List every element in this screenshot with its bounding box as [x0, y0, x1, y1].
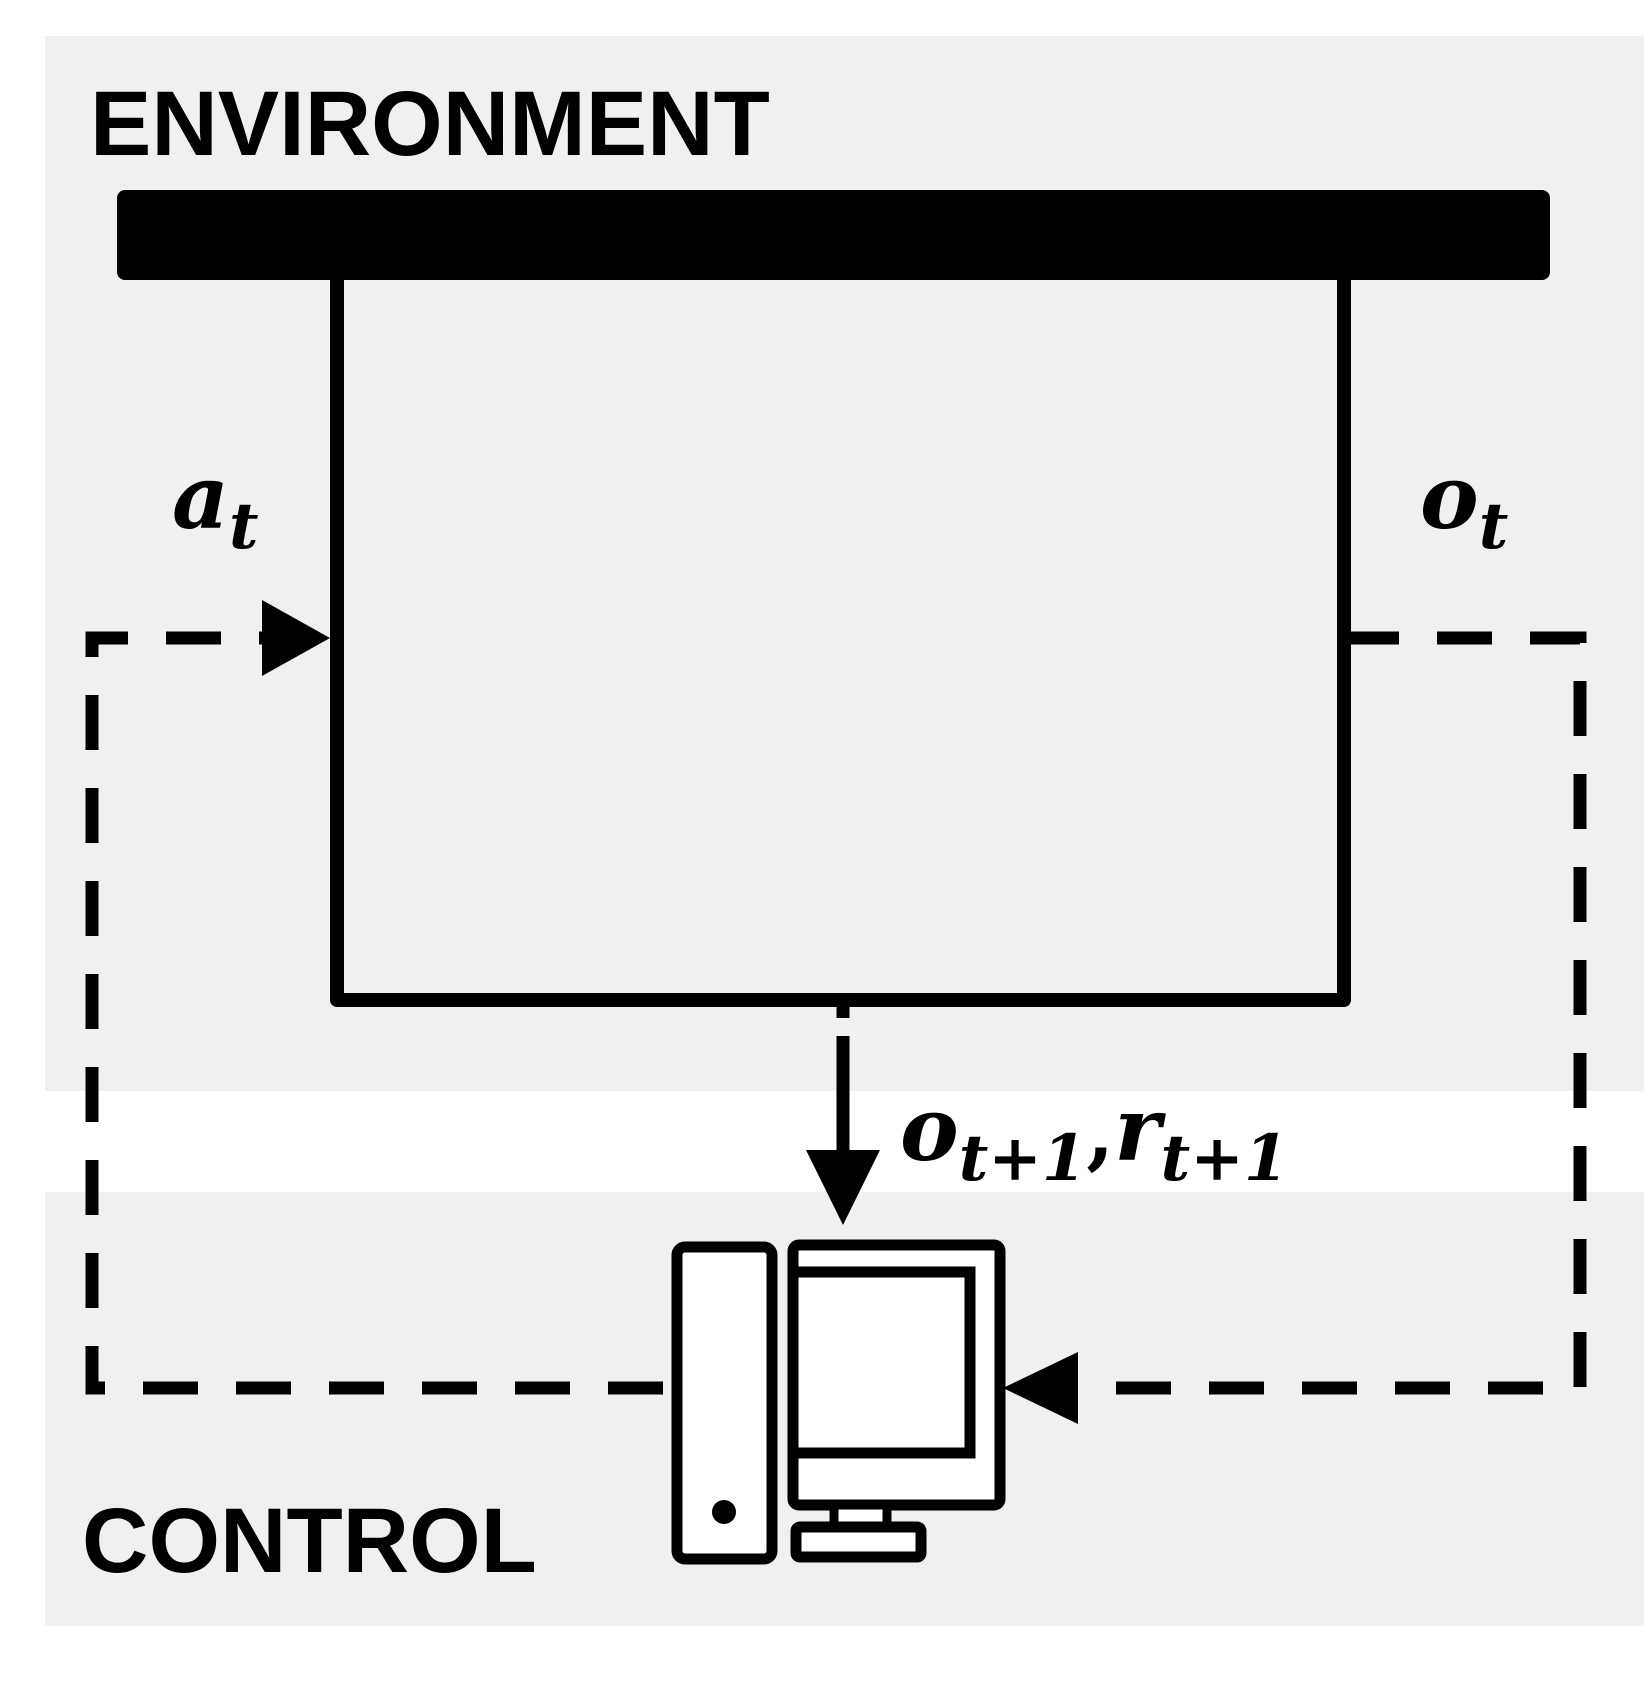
observation-arrowhead: [1003, 1352, 1078, 1424]
next-observation-reward-label: ot+1,rt+1: [900, 1077, 1288, 1196]
desktop-computer-icon: [671, 1239, 1006, 1565]
action-label: at: [172, 445, 259, 564]
action-arrowhead: [262, 600, 330, 676]
observation-label: ot: [1420, 445, 1508, 564]
feedback-arrowhead: [806, 1150, 880, 1225]
environment-label: ENVIRONMENT: [90, 73, 770, 175]
mounting-bar: [117, 190, 1550, 280]
control-label: CONTROL: [82, 1490, 537, 1592]
observation-path: [1048, 631, 1587, 1395]
action-path: [85, 631, 663, 1395]
